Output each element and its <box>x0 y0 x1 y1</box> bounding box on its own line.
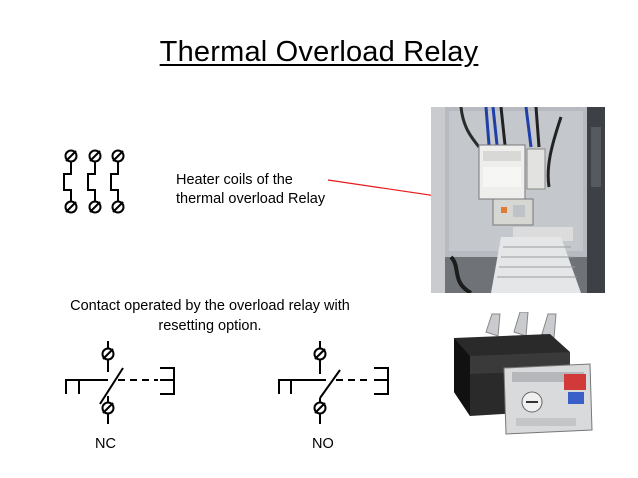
heater-callout-line1: Heater coils of the <box>176 172 293 188</box>
nc-contact-symbol <box>65 341 175 424</box>
slide-title: Thermal Overload Relay <box>159 36 479 68</box>
no-contact-symbol <box>278 341 389 424</box>
heater-callout: Heater coils of the thermal overload Rel… <box>176 171 325 209</box>
contact-caption: Contact operated by the overload relay w… <box>20 296 400 336</box>
contact-caption-line2: resetting option. <box>158 318 262 334</box>
relay-photo <box>440 312 612 442</box>
heater-pole-1 <box>63 149 78 214</box>
heater-callout-line2: thermal overload Relay <box>176 191 326 207</box>
nc-label: NC <box>95 436 116 452</box>
heater-pole-3 <box>110 149 125 214</box>
panel-photo <box>431 107 605 293</box>
no-label: NO <box>312 436 334 452</box>
contact-caption-line1: Contact operated by the overload relay w… <box>70 298 350 314</box>
heater-pole-2 <box>87 149 102 214</box>
